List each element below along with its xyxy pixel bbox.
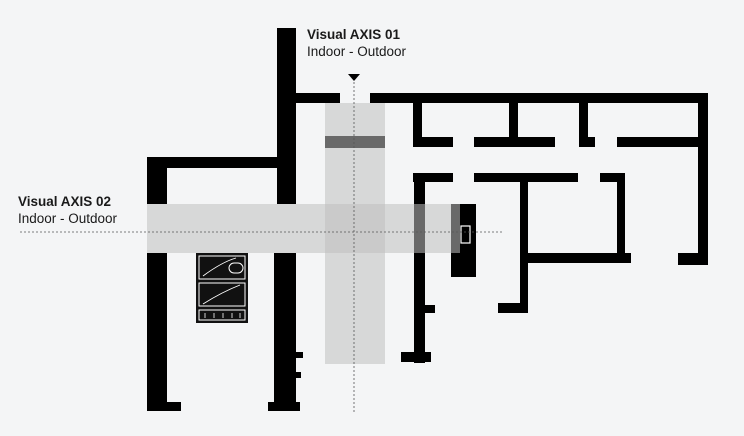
wall-lower-step: [425, 305, 435, 313]
fixture-block: [196, 253, 248, 323]
island-sink-icon: [460, 225, 471, 244]
axis-02-band: [147, 204, 460, 253]
basin-icon: [228, 262, 244, 274]
bathtub-door-arc-icon: [202, 257, 237, 277]
wall-mid-partition: [520, 173, 528, 307]
wall-mid-top-left: [413, 173, 453, 182]
wall-room-d-base: [617, 137, 708, 147]
wall-central-step-b: [295, 372, 301, 378]
shower-icon: [198, 282, 246, 307]
wall-central-upper: [277, 28, 296, 204]
axis-02-subtitle: Indoor - Outdoor: [18, 211, 118, 226]
wall-top-left-segment: [296, 93, 340, 103]
axis-01-subtitle: Indoor - Outdoor: [307, 44, 407, 59]
wall-room-b-base: [509, 137, 555, 147]
wall-room-a: [413, 103, 422, 143]
wall-central-lower: [274, 253, 296, 410]
wall-room-b-left: [474, 137, 512, 147]
wall-mid-foot: [498, 303, 528, 313]
wall-central-foot: [268, 402, 300, 411]
bathroom-fixtures: [196, 253, 248, 323]
wall-right: [698, 93, 708, 265]
wall-lower-foot: [401, 352, 431, 362]
wall-room-c-base: [579, 137, 595, 147]
wall-left-lower: [147, 253, 167, 410]
wall-left-upper: [147, 157, 167, 204]
wall-mid-left: [414, 173, 425, 363]
axis-02-label: Visual AXIS 02 Indoor - Outdoor: [18, 193, 117, 227]
axis-01-label: Visual AXIS 01 Indoor - Outdoor: [307, 26, 406, 60]
wall-mid-base: [528, 253, 631, 263]
wall-left-foot: [147, 402, 181, 411]
wall-room-c: [579, 103, 588, 147]
wall-mid-right: [617, 173, 625, 263]
bathtub-icon: [198, 255, 246, 280]
axis-01-arrow-icon: [348, 74, 360, 81]
axis-02-title: Visual AXIS 02: [18, 194, 112, 209]
wall-mid-top-right: [600, 173, 624, 182]
wall-top-right-segment: [370, 93, 708, 103]
wall-left-top: [147, 157, 277, 168]
wall-room-a-base: [413, 137, 453, 147]
wall-central-step-a: [295, 352, 303, 358]
axis-01-title: Visual AXIS 01: [307, 27, 401, 42]
wall-right-foot: [678, 253, 708, 265]
wall-room-b: [509, 103, 518, 147]
shower-door-arc-icon: [202, 284, 241, 305]
vanity-icon: [198, 309, 246, 321]
